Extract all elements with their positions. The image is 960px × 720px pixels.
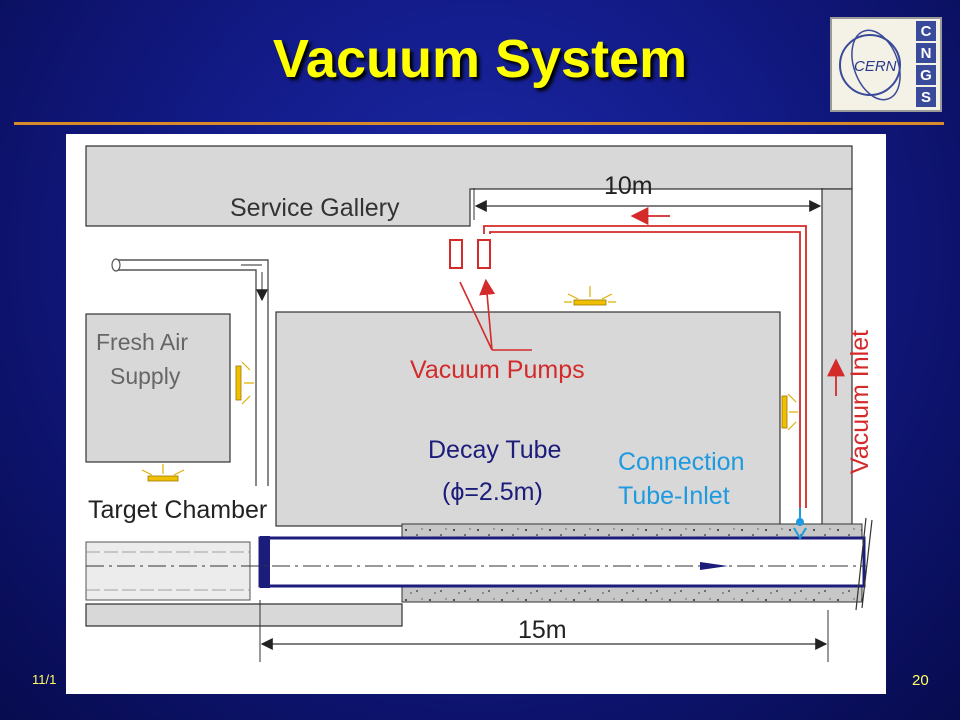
logo-letter-c: C — [921, 23, 932, 40]
vacuum-pump-2 — [477, 239, 491, 269]
target-chamber-floor — [85, 603, 403, 627]
lamp-icon-3 — [141, 464, 185, 482]
label-decay-tube-2: (ϕ=2.5m) — [442, 478, 543, 506]
beam-direction-arrow — [700, 562, 728, 570]
label-service-gallery: Service Gallery — [230, 194, 400, 222]
label-vacuum-inlet: Vacuum Inlet — [846, 330, 874, 474]
vacuum-pump-1 — [449, 239, 463, 269]
fresh-air-duct — [116, 259, 269, 486]
label-connection-2: Tube-Inlet — [618, 482, 730, 510]
logo-letter-g: G — [920, 67, 932, 84]
service-gallery-ceiling — [85, 145, 853, 227]
slide-title: Vacuum System — [272, 29, 688, 89]
label-decay-tube-1: Decay Tube — [428, 436, 561, 464]
lamp-icon-2 — [235, 361, 254, 405]
lower-concrete-lining — [401, 585, 863, 603]
vacuum-system-diagram: Service Gallery Fresh Air Supply Target … — [66, 134, 886, 694]
label-dim-15m: 15m — [518, 616, 567, 644]
decay-tube-window — [260, 536, 270, 588]
label-dim-10m: 10m — [604, 172, 653, 200]
label-target-chamber: Target Chamber — [88, 496, 267, 524]
pump-pointer-arrows — [459, 282, 492, 351]
title-divider — [14, 122, 944, 125]
logo-cern-text: CERN — [854, 58, 897, 75]
air-flow-arrow — [241, 264, 262, 300]
cern-cngs-logo: CERN C N G S — [830, 17, 942, 112]
vacuum-line — [483, 225, 807, 508]
lamp-icon-4 — [781, 393, 798, 431]
page-number: 20 — [912, 672, 929, 689]
connection-inlet-valve — [796, 518, 804, 526]
target-shielding — [85, 541, 251, 601]
fresh-air-block — [85, 313, 231, 463]
diagram-svg: Service Gallery Fresh Air Supply Target … — [84, 144, 874, 680]
logo-graphic: CERN C N G S — [839, 21, 936, 107]
label-fresh-air-2: Supply — [110, 363, 181, 389]
lamp-icon-1 — [564, 286, 616, 306]
logo-letter-n: N — [921, 45, 932, 62]
label-fresh-air-1: Fresh Air — [96, 329, 188, 355]
label-vacuum-pumps: Vacuum Pumps — [410, 356, 585, 384]
logo-letter-s: S — [921, 89, 931, 106]
label-connection-1: Connection — [618, 448, 744, 476]
footer-date: 11/1 — [32, 672, 57, 687]
central-rock-block — [275, 311, 781, 527]
decay-tube — [258, 536, 866, 588]
tube-break-mark — [855, 517, 873, 611]
